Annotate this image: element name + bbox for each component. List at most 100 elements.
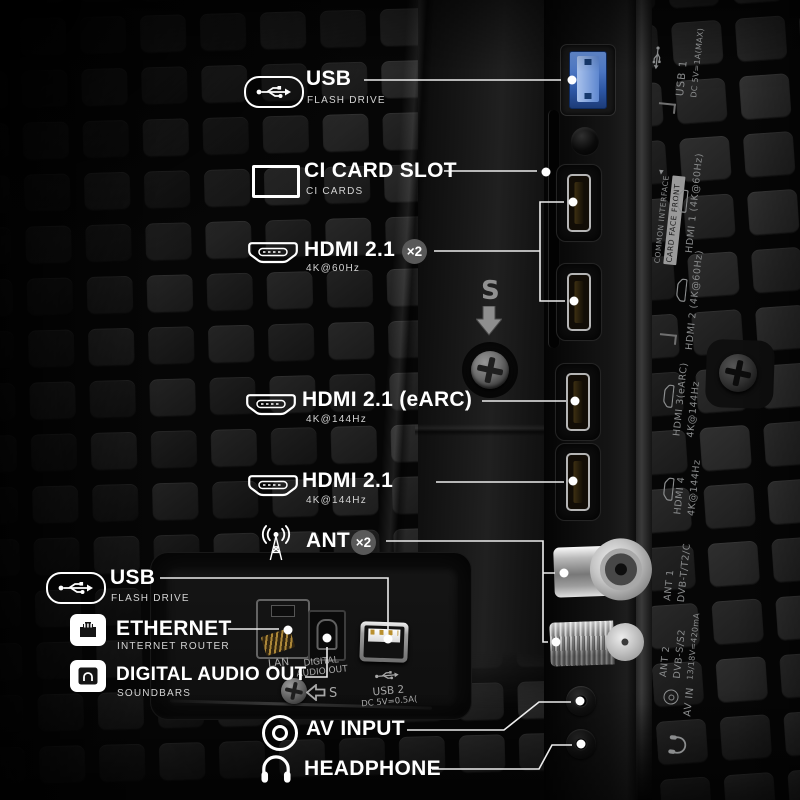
texture-tile — [37, 693, 85, 733]
texture-tile — [775, 593, 800, 642]
texture-tile — [738, 73, 792, 121]
texture-tile — [33, 537, 81, 577]
callout-usb-bottom-sublabel: FLASH DRIVE — [111, 593, 190, 604]
ci-card-icon — [252, 165, 300, 198]
usb-2-port-pins — [370, 629, 399, 636]
texture-tile — [205, 220, 253, 260]
texture-tile — [0, 330, 15, 371]
hdmi-icon — [248, 242, 298, 264]
texture-tile — [0, 538, 21, 579]
left-arrow-icon — [306, 684, 326, 701]
s-top-print: S — [481, 276, 500, 306]
rca-circle-icon — [262, 715, 298, 751]
headphone-icon — [261, 755, 291, 783]
callout-ethernet-sublabel: INTERNET ROUTER — [117, 641, 230, 652]
texture-tile — [0, 174, 11, 215]
texture-tile — [142, 118, 190, 158]
texture-tile — [262, 115, 310, 155]
ant-connector-1 — [553, 536, 655, 605]
texture-tile — [730, 0, 784, 5]
usb-3-port-tongue — [577, 56, 599, 102]
callout-usb-top-label: USB — [306, 67, 352, 90]
texture-tile — [25, 225, 73, 265]
texture-tile — [139, 14, 187, 54]
texture-tile — [200, 64, 248, 104]
down-arrow-icon — [476, 306, 502, 336]
group-bracket — [659, 333, 677, 345]
texture-tile — [86, 275, 134, 316]
texture-tile — [322, 113, 370, 153]
callout-hdmi-earc-sublabel: 4K@144Hz — [306, 414, 367, 425]
texture-tile — [742, 130, 796, 179]
texture-tile — [38, 745, 86, 785]
usb-trident-glyph — [256, 86, 291, 98]
ant2-side-print: ANT 2 DVB-S/S2 13/18V=420mA — [657, 609, 703, 680]
texture-tile — [0, 746, 26, 786]
texture-tile — [150, 430, 198, 470]
texture-tile — [270, 427, 318, 467]
texture-tile — [787, 767, 800, 800]
texture-tile — [145, 222, 193, 262]
optical-toslink-icon — [70, 660, 106, 692]
callout-headphone-label: HEADPHONE — [304, 757, 441, 780]
texture-tile — [659, 776, 713, 800]
hdmi-port-2 — [556, 263, 602, 341]
optical-audio-port — [308, 610, 346, 661]
callout-hdmi-earc-label: HDMI 2.1 (eARC) — [302, 388, 473, 411]
texture-tile — [90, 431, 138, 471]
texture-tile — [138, 0, 186, 2]
usb-3-port — [560, 44, 616, 116]
hdmi-icon — [248, 475, 298, 497]
texture-tile — [746, 188, 800, 237]
hdmi-port-3 — [555, 363, 601, 441]
texture-tile — [319, 9, 367, 49]
texture-tile — [0, 382, 17, 423]
texture-tile — [82, 119, 130, 160]
texture-tile — [0, 226, 13, 267]
texture-tile — [89, 379, 137, 419]
texture-tile — [151, 482, 199, 522]
texture-tile — [78, 0, 126, 4]
texture-tile — [703, 482, 757, 530]
texture-tile — [27, 329, 75, 369]
texture-tile — [259, 11, 307, 51]
hdmi-icon — [246, 394, 296, 416]
ant-connector-2 — [549, 614, 647, 671]
texture-tile — [199, 12, 247, 52]
texture-tile — [458, 734, 506, 774]
av-input-jack — [566, 686, 596, 716]
texture-tile — [750, 246, 800, 295]
usb-trident-glyph — [58, 582, 93, 594]
usb2-print-group: USB 2 DC 5V=0.5A( — [350, 663, 425, 710]
texture-tile — [699, 424, 753, 473]
texture-tile — [19, 17, 67, 57]
texture-tile — [771, 535, 800, 584]
headphone-icon — [668, 735, 687, 754]
texture-tile — [146, 274, 194, 314]
texture-tile — [711, 598, 765, 646]
callout-av-input-label: AV INPUT — [306, 717, 405, 740]
texture-tile — [0, 694, 25, 735]
x2-badge: ×2 — [402, 239, 427, 264]
av-in-side-print: AV IN — [682, 686, 697, 718]
texture-tile — [783, 709, 800, 757]
texture-tile — [81, 67, 128, 108]
group-bracket — [658, 102, 676, 114]
texture-tile — [29, 381, 77, 421]
texture-tile — [203, 168, 251, 208]
texture-tile — [22, 121, 70, 161]
texture-tile — [0, 486, 19, 527]
texture-tile — [147, 326, 195, 366]
texture-tile — [666, 0, 720, 10]
ant-2-body — [549, 620, 615, 667]
texture-tile — [767, 478, 800, 526]
callout-hdmi-x2-sublabel: 4K@60Hz — [306, 263, 361, 274]
callout-usb-top-sublabel: FLASH DRIVE — [307, 95, 386, 106]
texture-tile — [79, 15, 127, 56]
x2-badge: ×2 — [351, 530, 376, 555]
rj45-glyph — [80, 622, 96, 637]
texture-tile — [140, 66, 188, 106]
ant-2-cap — [605, 622, 645, 662]
texture-tile — [266, 271, 314, 311]
